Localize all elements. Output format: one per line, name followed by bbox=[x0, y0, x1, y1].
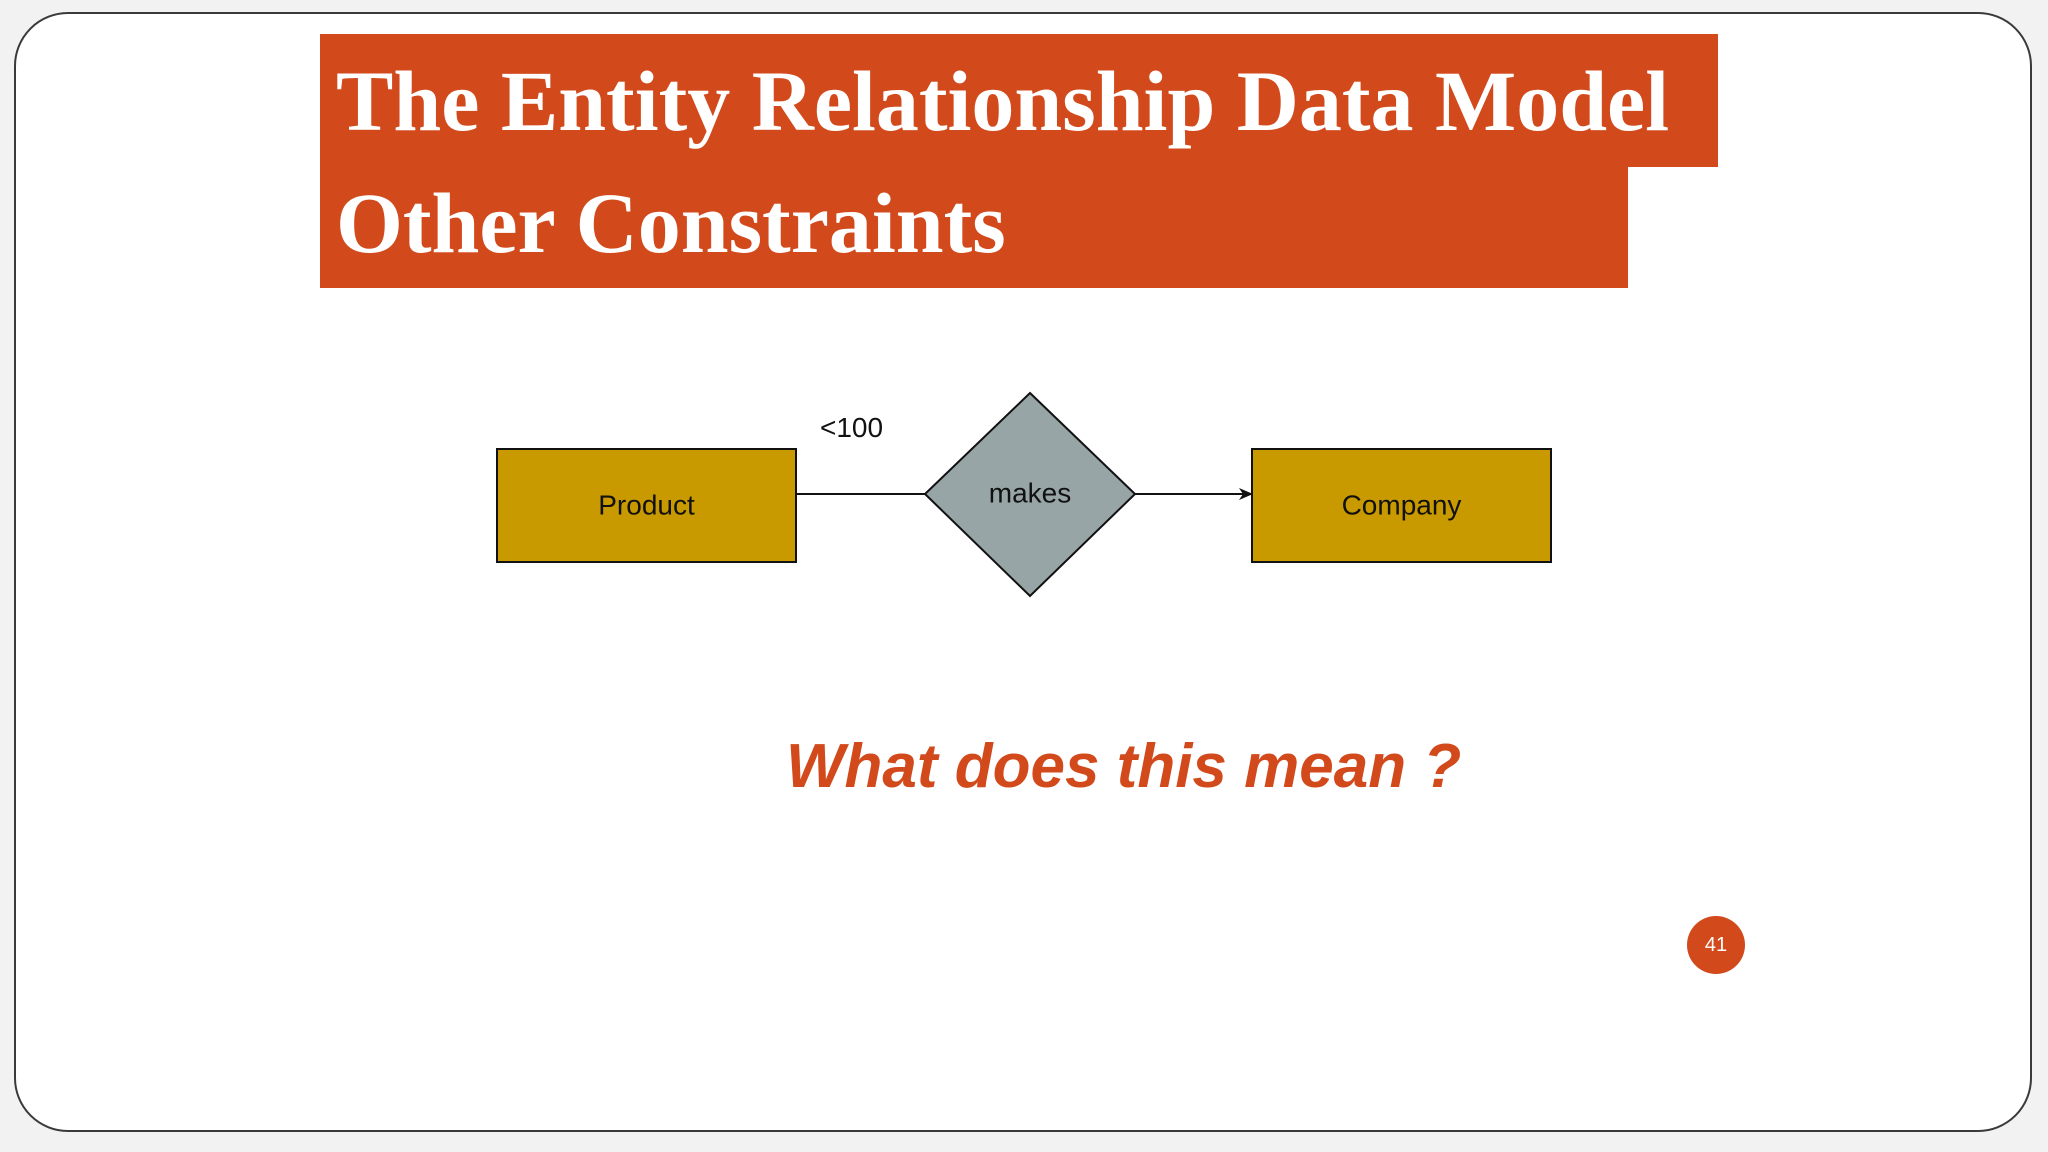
entity-company-label: Company bbox=[1342, 489, 1462, 520]
constraint-label: <100 bbox=[820, 412, 883, 443]
entity-company bbox=[1251, 448, 1552, 563]
slide-title-line1: The Entity Relationship Data Model bbox=[336, 53, 1670, 149]
entity-product-label: Product bbox=[598, 489, 695, 520]
question-text: What does this mean ? bbox=[786, 732, 1462, 801]
page-number-badge: 41 bbox=[1687, 916, 1745, 974]
title-banner-line2 bbox=[320, 166, 1628, 288]
entity-product bbox=[496, 448, 797, 563]
title-banner-line1 bbox=[320, 34, 1718, 167]
relationship-makes bbox=[923, 391, 1137, 598]
relationship-makes-label: makes bbox=[989, 477, 1071, 508]
slide-subtitle: Other Constraints bbox=[336, 175, 1006, 271]
